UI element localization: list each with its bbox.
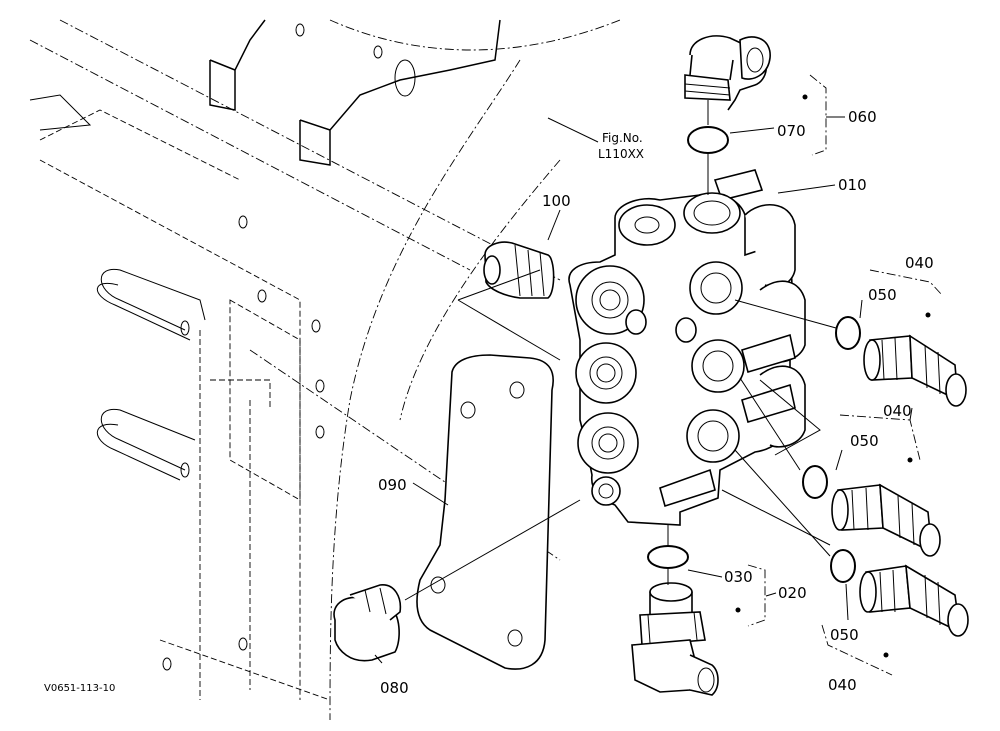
callout-010: 010: [838, 176, 867, 194]
callout-060: 060: [848, 108, 877, 126]
callout-030: 030: [724, 568, 753, 586]
part-callouts: Fig.No. L110XX 060 070 010 100 040 050 0…: [44, 108, 934, 697]
straight-fitting-040-top: [863, 334, 967, 407]
callout-040-top: 040: [905, 254, 934, 272]
drawing-code: V0651-113-10: [44, 683, 115, 694]
callout-050-mid: 050: [850, 432, 879, 450]
o-ring-050-bottom: [830, 549, 856, 583]
figure-ref-code: L110XX: [598, 147, 644, 161]
callout-040-bottom: 040: [828, 676, 857, 694]
callout-050-bottom: 050: [830, 626, 859, 644]
callout-050-top: 050: [868, 286, 897, 304]
callout-090: 090: [378, 476, 407, 494]
valve-body-010: [568, 169, 806, 526]
callout-040-mid: 040: [883, 402, 912, 420]
plug-100: [483, 241, 555, 299]
o-ring-050-mid: [802, 465, 828, 499]
elbow-fitting-020: [631, 582, 719, 696]
upper-bracket: [29, 19, 501, 166]
mounting-plate-090: [416, 354, 554, 670]
elbow-fitting-060: [684, 35, 771, 111]
o-ring-050-top: [835, 316, 861, 350]
leader-lines: [374, 94, 931, 664]
callout-070: 070: [777, 122, 806, 140]
o-ring-070: [687, 126, 729, 154]
plug-080: [333, 584, 402, 662]
straight-fitting-040-bottom: [859, 564, 969, 637]
callout-100: 100: [542, 192, 571, 210]
straight-fitting-040-mid: [831, 483, 941, 557]
assembly-lines: [404, 100, 837, 601]
callout-020: 020: [778, 584, 807, 602]
frame-outline: [29, 19, 621, 721]
o-ring-030: [647, 545, 689, 569]
callout-080: 080: [380, 679, 409, 697]
figure-ref-label: Fig.No.: [602, 131, 643, 145]
